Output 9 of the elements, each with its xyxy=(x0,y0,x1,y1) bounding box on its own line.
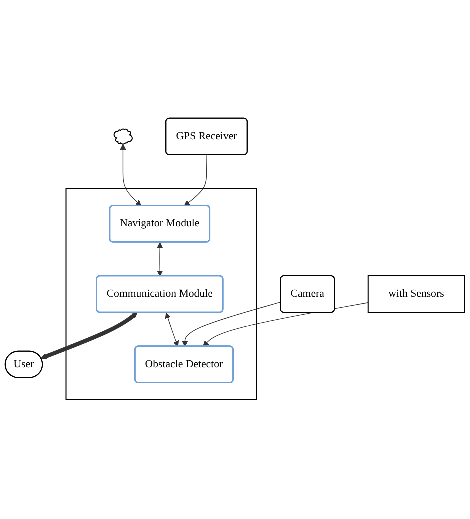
cluster xyxy=(66,188,258,401)
node-cloud xyxy=(114,129,133,146)
arrow xyxy=(165,313,180,348)
arrow xyxy=(120,144,142,207)
arrow xyxy=(182,302,282,348)
node-box: with Sensors xyxy=(368,276,466,314)
arrow xyxy=(40,313,138,360)
arrow xyxy=(184,155,208,207)
arrow xyxy=(157,242,164,278)
